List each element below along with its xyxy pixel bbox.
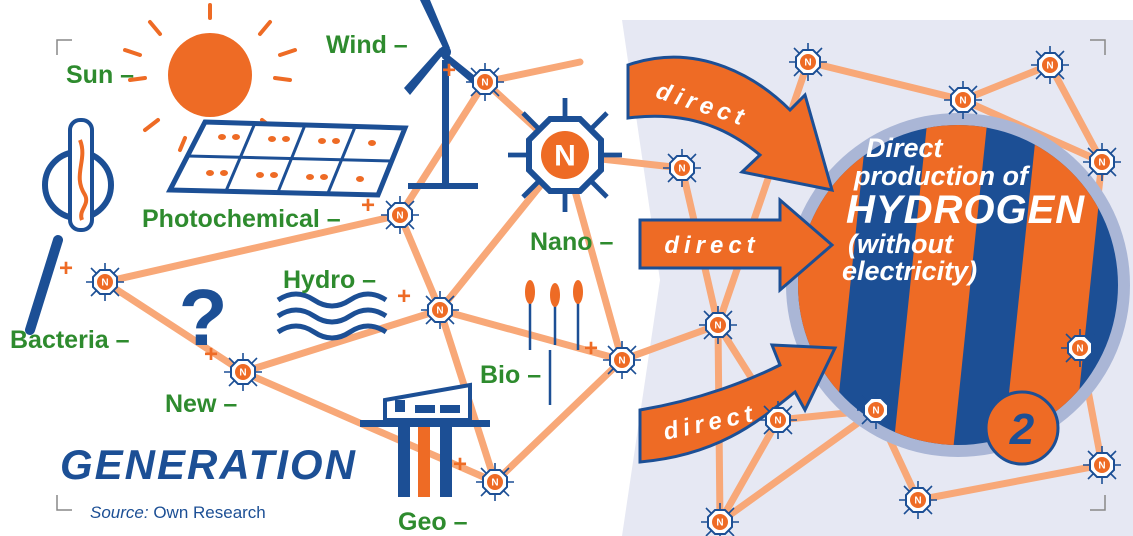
svg-text:+: + xyxy=(442,57,456,84)
network-node xyxy=(698,305,738,345)
hydrogen-circle: 2 xyxy=(786,113,1130,466)
hydrogen-line-4: (without xyxy=(848,228,953,259)
network-node xyxy=(465,62,505,102)
hydrogen-line-2: production of xyxy=(854,160,1028,191)
frame-brackets xyxy=(56,39,1106,511)
network-node xyxy=(898,480,938,520)
nano-node-large xyxy=(508,98,622,212)
geothermal-plant-icon xyxy=(360,382,490,497)
svg-text:+: + xyxy=(204,341,218,368)
label-wind: Wind – xyxy=(326,31,408,59)
direct-arrow-label: direct xyxy=(664,232,759,259)
network-node xyxy=(1082,142,1122,182)
direct-arrow-middle: direct xyxy=(638,196,835,294)
network-node xyxy=(788,42,828,82)
label-geo: Geo – xyxy=(398,508,468,536)
svg-text:+: + xyxy=(361,192,375,219)
bacteria-magnifier-icon xyxy=(25,118,114,335)
water-waves-icon xyxy=(276,291,388,341)
label-bacteria: Bacteria – xyxy=(10,326,130,354)
network-node xyxy=(1030,45,1070,85)
direct-arrows: direct direct direct xyxy=(626,55,838,464)
label-sun: Sun – xyxy=(66,61,135,89)
svg-text:+: + xyxy=(59,255,73,282)
wheat-icon xyxy=(525,280,583,405)
svg-text:+: + xyxy=(584,335,598,362)
label-nano: Nano – xyxy=(530,228,614,256)
label-hydro: Hydro – xyxy=(283,266,377,294)
network-node xyxy=(223,352,263,392)
network-node xyxy=(758,400,798,440)
network-node xyxy=(420,290,460,330)
hydrogen-line-3: HYDROGEN xyxy=(846,188,1086,233)
network-node xyxy=(943,80,983,120)
source-text: Own Research xyxy=(153,503,266,522)
hydrogen-line-5: electricity) xyxy=(842,256,978,287)
hydrogen-number: 2 xyxy=(1009,405,1035,454)
network-node xyxy=(85,262,125,302)
diagram-title: GENERATION xyxy=(60,441,357,488)
question-mark-icon: ? xyxy=(179,273,228,362)
svg-text:+: + xyxy=(453,451,467,478)
hydrogen-text: Direct production of HYDROGEN (without e… xyxy=(842,133,1085,286)
wind-turbine-icon xyxy=(404,0,480,189)
network-node xyxy=(380,195,420,235)
network-node xyxy=(662,148,702,188)
network-node xyxy=(602,340,642,380)
svg-text:+: + xyxy=(397,283,411,310)
sun-icon xyxy=(123,3,297,152)
network-node xyxy=(475,462,515,502)
label-photochemical: Photochemical – xyxy=(142,205,341,233)
network-node xyxy=(856,390,896,430)
label-bio: Bio – xyxy=(480,361,542,389)
hydrogen-line-1: Direct xyxy=(866,133,943,163)
solar-panel-icon xyxy=(165,119,409,198)
label-new: New – xyxy=(165,390,238,418)
network-node xyxy=(1060,328,1100,368)
network-node xyxy=(1082,445,1122,485)
plus-connectors: + + + + + + + xyxy=(59,57,598,478)
source-note: Source: Own Research xyxy=(90,504,266,521)
source-prefix: Source: xyxy=(90,503,149,522)
